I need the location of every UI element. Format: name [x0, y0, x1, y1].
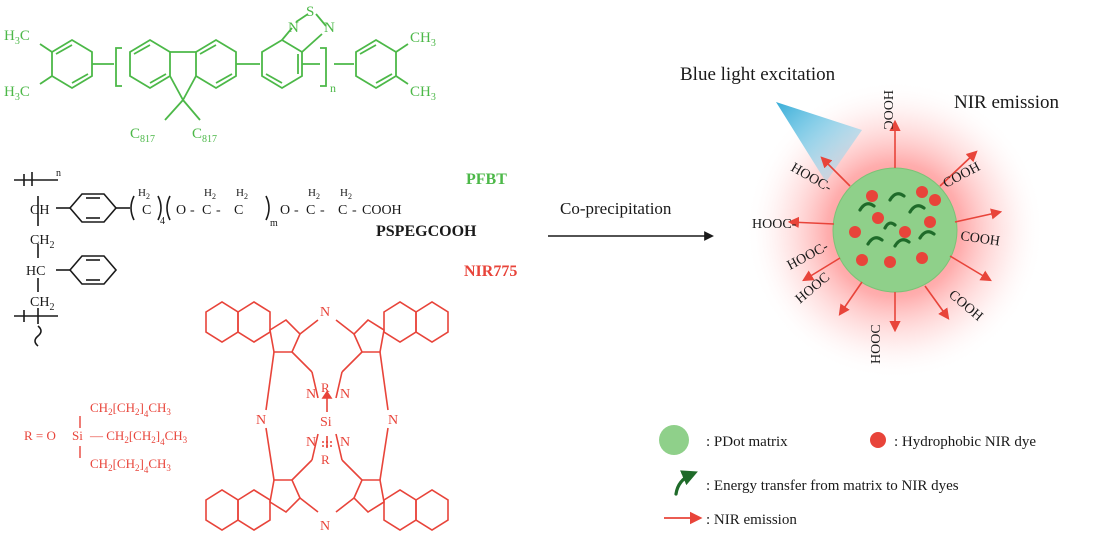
fluorene-ring-left	[129, 38, 171, 90]
pfbt-name: PFBT	[466, 171, 507, 188]
svg-text:R = O: R = O	[24, 428, 56, 443]
legend: : PDot matrix : Hydrophobic NIR dye : En…	[659, 425, 1036, 528]
svg-text:C: C	[306, 203, 315, 218]
svg-text:C: C	[338, 203, 347, 218]
svg-text:n: n	[330, 81, 336, 95]
svg-text:H2: H2	[308, 187, 320, 201]
svg-text:HC: HC	[26, 264, 45, 279]
svg-text:-: -	[294, 203, 299, 218]
svg-text:-: -	[216, 203, 221, 218]
btd-ring	[261, 38, 303, 90]
pfbt-structure	[39, 13, 409, 121]
pspeg-name: PSPEGCOOH	[376, 223, 477, 240]
legend-dye-swatch	[870, 432, 886, 448]
fluorene-ring-right	[195, 38, 237, 90]
svg-text:CH3: CH3	[410, 84, 436, 103]
svg-text:O: O	[176, 203, 186, 218]
svg-text:C: C	[202, 203, 211, 218]
svg-text:HOOC-: HOOC-	[752, 217, 797, 232]
svg-text:CH2[CH2]4CH3: CH2[CH2]4CH3	[90, 400, 171, 419]
svg-text:H2: H2	[236, 187, 248, 201]
legend-emission-label: : NIR emission	[706, 512, 797, 528]
svg-text:Si: Si	[72, 428, 83, 443]
svg-text:H2: H2	[340, 187, 352, 201]
svg-text:N: N	[388, 413, 398, 428]
pfbt-labels: H3C H3C CH3 CH3 C817 C817 N S N n PFBT	[4, 4, 507, 188]
svg-text:C: C	[234, 203, 243, 218]
legend-pdot-swatch	[659, 425, 689, 455]
svg-text:R: R	[321, 452, 330, 467]
legend-transfer-label: : Energy transfer from matrix to NIR dye…	[706, 478, 959, 494]
pfbt-left-ring	[51, 38, 93, 90]
svg-text:HOOC: HOOC	[869, 324, 884, 364]
svg-text:-: -	[190, 203, 195, 218]
svg-text:H2: H2	[204, 187, 216, 201]
svg-text:N: N	[306, 387, 316, 402]
emission-arrows	[787, 119, 1003, 333]
emission-label: NIR emission	[954, 92, 1060, 113]
pspeg-structure	[14, 172, 270, 347]
legend-dye-label: : Hydrophobic NIR dye	[894, 434, 1036, 450]
svg-text:N: N	[340, 387, 350, 402]
nir-dyes	[849, 186, 941, 268]
nir775-r-definition: R = O Si CH2[CH2]4CH3 — CH2[CH2]4CH3 CH2…	[24, 400, 188, 475]
svg-text:-: -	[320, 203, 325, 218]
svg-text:H3C: H3C	[4, 28, 30, 47]
nir775-structure	[205, 301, 449, 531]
svg-text:S: S	[306, 4, 314, 20]
svg-text:C817: C817	[130, 126, 155, 145]
svg-text:m: m	[270, 218, 278, 229]
svg-text:H2: H2	[138, 187, 150, 201]
nir775-name: NIR775	[464, 263, 517, 280]
svg-text:H3C: H3C	[4, 84, 30, 103]
svg-text:CH2: CH2	[30, 233, 54, 251]
coprecipitation-label: Co-precipitation	[560, 199, 672, 218]
svg-text:N: N	[340, 435, 350, 450]
svg-text:N: N	[306, 435, 316, 450]
svg-text:O: O	[280, 203, 290, 218]
svg-text:CH2[CH2]4CH3: CH2[CH2]4CH3	[90, 456, 171, 475]
energy-transfer-marks	[858, 192, 936, 248]
svg-text:CH: CH	[30, 203, 49, 218]
legend-transfer-icon	[674, 470, 698, 496]
pfbt-right-ring	[355, 38, 397, 90]
svg-text:R: R	[321, 380, 330, 395]
svg-text:C: C	[142, 203, 151, 218]
svg-text:C817: C817	[192, 126, 217, 145]
svg-text:— CH2[CH2]4CH3: — CH2[CH2]4CH3	[89, 428, 188, 447]
pspeg-labels: n CH CH2 HC CH2 H2 C 4 O - H2 C - H2 C m…	[26, 168, 477, 313]
svg-text:N: N	[320, 519, 330, 534]
svg-text:4: 4	[160, 216, 165, 227]
svg-text:HOOC: HOOC	[880, 90, 895, 130]
svg-text:COOH: COOH	[959, 229, 1000, 249]
pspeg-benzene-bottom	[68, 255, 118, 285]
svg-text:N: N	[288, 20, 299, 36]
svg-text:N: N	[256, 413, 266, 428]
svg-text:N: N	[324, 20, 335, 36]
excitation-label: Blue light excitation	[680, 64, 836, 85]
svg-text:N: N	[320, 305, 330, 320]
svg-text:Si: Si	[320, 415, 332, 430]
pdot-particle: HOOC- HOOC COOH COOH COOH HOOC HOOC HOOC…	[680, 64, 1060, 380]
svg-text:CH2: CH2	[30, 295, 54, 313]
svg-text:COOH: COOH	[362, 203, 402, 218]
blue-light-beam	[776, 102, 862, 182]
svg-text:-: -	[352, 203, 357, 218]
svg-text:n: n	[56, 168, 61, 179]
svg-text:CH3: CH3	[410, 30, 436, 49]
nir775-core-labels: N N N N N N N N Si R R	[256, 305, 398, 534]
legend-pdot-label: : PDot matrix	[706, 434, 788, 450]
